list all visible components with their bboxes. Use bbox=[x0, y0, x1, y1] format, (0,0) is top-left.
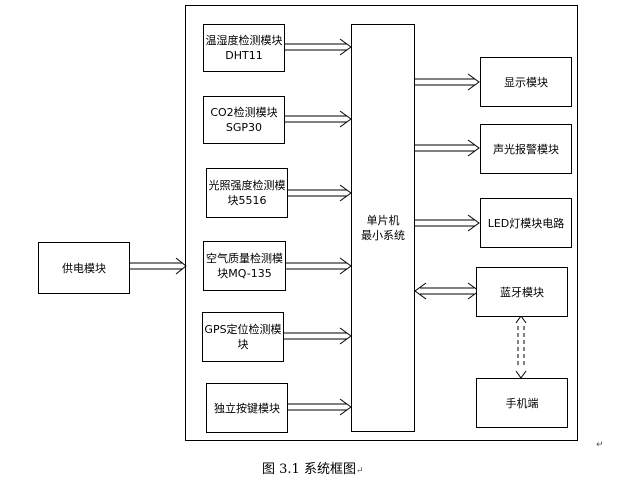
power-module-label: 供电模块 bbox=[62, 261, 106, 275]
sensor-box-4: 空气质量检测模块MQ-135 bbox=[203, 241, 286, 291]
sensor-box-5: GPS定位检测模块 bbox=[202, 312, 284, 362]
arrow-sensor-5 bbox=[284, 327, 352, 345]
mcu-line1: 单片机 bbox=[366, 214, 400, 227]
power-module-box: 供电模块 bbox=[38, 242, 130, 294]
arrow-output-1 bbox=[415, 73, 480, 91]
arrow-phone-dashed bbox=[515, 315, 527, 379]
figure-caption: 图 3.1 系统框图↵ bbox=[262, 458, 364, 477]
sensor-4-line1: 空气质量检测模 bbox=[206, 252, 283, 265]
sensor-5-line1: GPS定位检测模 bbox=[204, 323, 282, 336]
arrow-power bbox=[130, 257, 187, 275]
output-box-display: 显示模块 bbox=[480, 57, 572, 107]
arrow-sensor-3 bbox=[288, 184, 352, 202]
caption-paragraph-mark: ↵ bbox=[355, 466, 364, 476]
phone-box: 手机端 bbox=[476, 378, 568, 428]
sensor-2-line2: SGP30 bbox=[225, 121, 263, 134]
sensor-box-1: 温湿度检测模块 DHT11 bbox=[203, 24, 285, 72]
sensor-5-line2: 块 bbox=[237, 338, 249, 351]
sensor-box-6: 独立按键模块 bbox=[206, 383, 288, 433]
arrow-bluetooth-bidirectional bbox=[414, 282, 480, 300]
arrow-output-2 bbox=[415, 139, 480, 157]
sensor-box-3: 光照强度检测模块5516 bbox=[206, 168, 288, 218]
bluetooth-box: 蓝牙模块 bbox=[476, 267, 568, 317]
sensor-3-line2: 块5516 bbox=[227, 194, 267, 207]
paragraph-mark: ↵ bbox=[596, 440, 604, 450]
output-alarm-label: 声光报警模块 bbox=[493, 142, 559, 156]
arrow-sensor-1 bbox=[285, 38, 352, 56]
sensor-1-line2: DHT11 bbox=[225, 49, 263, 62]
system-boundary bbox=[185, 5, 578, 441]
sensor-6-line1: 独立按键模块 bbox=[214, 401, 280, 415]
bluetooth-label: 蓝牙模块 bbox=[500, 285, 544, 299]
sensor-1-line1: 温湿度检测模块 bbox=[205, 34, 283, 47]
mcu-line2: 最小系统 bbox=[361, 229, 405, 242]
sensor-box-2: CO2检测模块 SGP30 bbox=[203, 96, 285, 144]
sensor-2-line1: CO2检测模块 bbox=[210, 106, 278, 119]
sensor-3-line1: 光照强度检测模 bbox=[208, 179, 286, 192]
output-led-label: LED灯模块电路 bbox=[487, 216, 565, 230]
sensor-4-line2: 块MQ-135 bbox=[217, 267, 272, 280]
output-display-label: 显示模块 bbox=[504, 75, 548, 89]
output-box-led: LED灯模块电路 bbox=[480, 198, 572, 248]
arrow-sensor-4 bbox=[286, 257, 352, 275]
output-box-alarm: 声光报警模块 bbox=[480, 124, 572, 174]
phone-label: 手机端 bbox=[505, 396, 539, 410]
figure-caption-text: 图 3.1 系统框图 bbox=[262, 462, 356, 477]
arrow-sensor-2 bbox=[285, 110, 352, 128]
arrow-sensor-6 bbox=[288, 398, 352, 416]
mcu-box: 单片机最小系统 bbox=[351, 24, 415, 432]
arrow-output-3 bbox=[415, 214, 480, 232]
